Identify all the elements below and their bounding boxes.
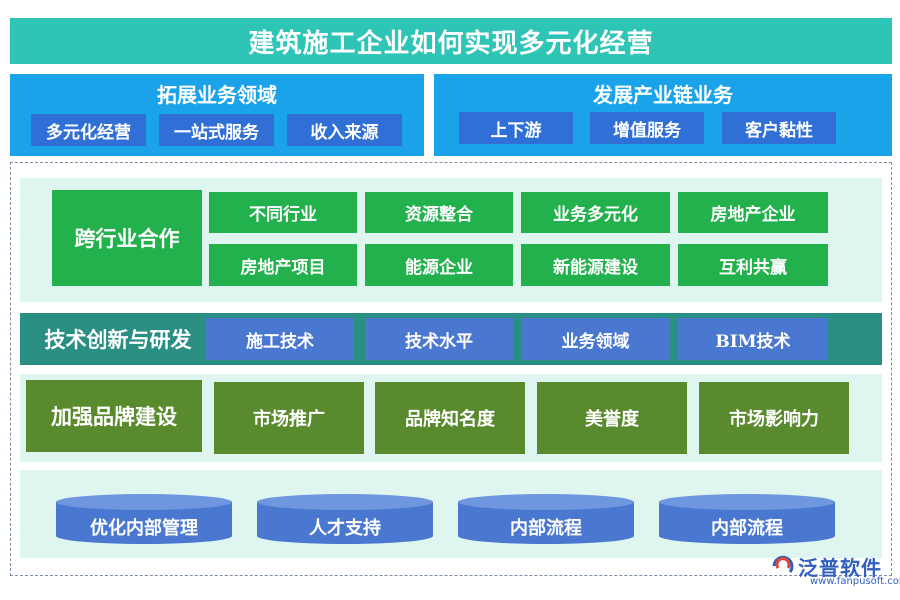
- chip-win-win: 互利共赢: [678, 244, 828, 286]
- cylinder-label: 内部流程: [510, 518, 582, 539]
- cross-industry-heading: 跨行业合作: [52, 190, 202, 286]
- chip-stickiness: 客户黏性: [722, 112, 836, 144]
- tech-heading: 技术创新与研发: [44, 327, 192, 352]
- chip-bim: BIM技术: [678, 318, 828, 360]
- brand-heading: 加强品牌建设: [26, 380, 202, 452]
- chip-real-estate-company: 房地产企业: [678, 192, 828, 233]
- chip-diversified: 多元化经营: [31, 114, 146, 146]
- chip-construction-tech: 施工技术: [206, 318, 354, 360]
- chip-income: 收入来源: [287, 114, 402, 146]
- chip-marketing: 市场推广: [214, 382, 364, 454]
- chip-energy-company: 能源企业: [365, 244, 513, 286]
- expand-business-heading: 拓展业务领域: [157, 82, 277, 107]
- strategy-frame: [10, 162, 892, 576]
- cylinder-internal-process-2: 内部流程: [659, 494, 835, 544]
- industry-chain-panel: 发展产业链业务 上下游 增值服务 客户黏性: [434, 74, 892, 156]
- page-title: 建筑施工企业如何实现多元化经营: [10, 18, 892, 64]
- fanpu-logo: 泛普软件 www.fanpusoft.com: [770, 552, 900, 587]
- chip-value-added: 增值服务: [590, 112, 704, 144]
- title-text: 建筑施工企业如何实现多元化经营: [248, 28, 654, 59]
- chip-up-downstream: 上下游: [459, 112, 573, 144]
- cylinder-internal-process: 内部流程: [458, 494, 634, 544]
- cross-industry-row: 跨行业合作 不同行业 资源整合 业务多元化 房地产企业 房地产项目 能源企业 新…: [20, 178, 882, 302]
- chip-one-stop: 一站式服务: [159, 114, 274, 146]
- chip-resource-integration: 资源整合: [365, 192, 513, 233]
- chip-different-industries: 不同行业: [209, 192, 357, 233]
- tech-row: 技术创新与研发 施工技术 技术水平 业务领域 BIM技术: [20, 313, 882, 365]
- logo-brand-text: 泛普软件: [798, 556, 882, 580]
- expand-business-panel: 拓展业务领域 多元化经营 一站式服务 收入来源: [10, 74, 424, 156]
- chip-market-influence: 市场影响力: [699, 382, 849, 454]
- cylinder-label: 人才支持: [309, 518, 381, 539]
- chip-real-estate-project: 房地产项目: [209, 244, 357, 286]
- logo-url-text: www.fanpusoft.com: [810, 576, 900, 587]
- fanpu-logo-icon: [772, 555, 794, 573]
- chip-new-energy: 新能源建设: [521, 244, 670, 286]
- chip-tech-level: 技术水平: [365, 318, 513, 360]
- chip-business-diversification: 业务多元化: [521, 192, 670, 233]
- cylinder-label: 优化内部管理: [90, 518, 198, 539]
- cylinder-label: 内部流程: [711, 518, 783, 539]
- chip-brand-awareness: 品牌知名度: [375, 382, 525, 454]
- cylinder-internal-management: 优化内部管理: [56, 494, 232, 544]
- chip-reputation: 美誉度: [537, 382, 687, 454]
- industry-chain-heading: 发展产业链业务: [593, 82, 733, 107]
- brand-row: 加强品牌建设 市场推广 品牌知名度 美誉度 市场影响力: [20, 374, 882, 462]
- chip-business-field: 业务领域: [521, 318, 670, 360]
- internal-row: 优化内部管理 人才支持 内部流程 内部流程: [20, 470, 882, 558]
- cylinder-talent-support: 人才支持: [257, 494, 433, 544]
